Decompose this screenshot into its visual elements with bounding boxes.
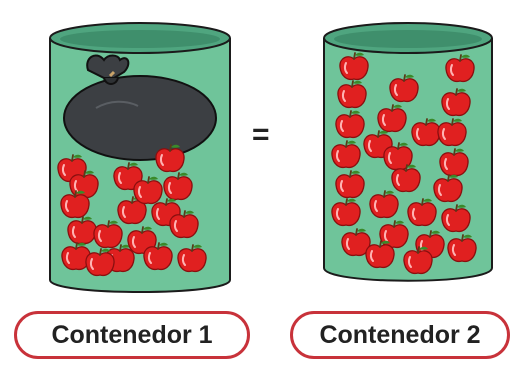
container-1-label: Contenedor 1: [14, 311, 250, 359]
container-2: [323, 22, 493, 282]
container-1: [49, 22, 231, 293]
bag-icon: [63, 54, 217, 161]
container-2-label: Contenedor 2: [290, 311, 510, 359]
equals-sign: =: [252, 118, 270, 151]
